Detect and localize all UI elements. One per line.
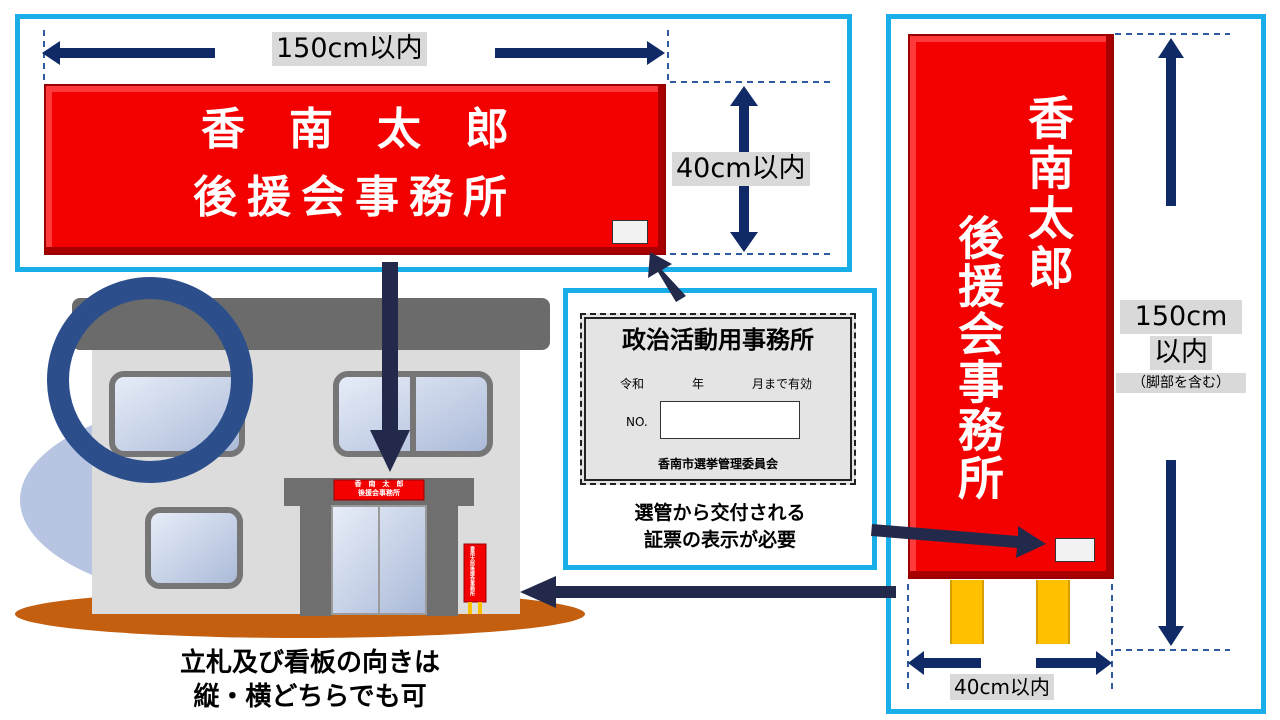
vertical-sign-leg-right <box>1036 580 1070 644</box>
certificate-title: 政治活動用事務所 <box>622 326 814 354</box>
horizontal-sign-frame <box>15 14 852 272</box>
vertical-sign-col2: 後援会事務所 <box>951 214 1005 502</box>
certificate-year: 年 <box>692 377 705 391</box>
horizontal-sign-certificate-mini <box>612 220 648 244</box>
vertical-sign-col1: 香南太郎 <box>1021 94 1075 294</box>
horizontal-width-arrow <box>42 41 665 65</box>
horizontal-sign-line2: 後援会事務所 <box>193 172 517 223</box>
certificate: 政治活動用事務所 令和 年 月まで有効 NO. 香南市選挙管理委員会 <box>580 313 856 485</box>
vertical-sign-leg-left <box>950 580 984 644</box>
entrance-sign-line1: 香 南 太 郎 <box>354 480 404 488</box>
vertical-height-arrow <box>1158 38 1184 646</box>
standing-sign-text: 香南太郎後援会事務所 <box>469 546 475 596</box>
vertical-sign: 香南太郎 後援会事務所 <box>908 34 1114 579</box>
certificate-caption-line2: 証票の表示が必要 <box>643 529 796 551</box>
vertical-sign-certificate-mini <box>1055 538 1095 562</box>
vertical-width-arrow <box>908 651 1112 675</box>
certificate-no-label: NO. <box>626 415 648 429</box>
horizontal-sign: 香 南 太 郎 後援会事務所 <box>44 84 666 255</box>
horizontal-height-label: 40cm以内 <box>672 152 810 186</box>
certificate-caption-line1: 選管から交付される <box>634 502 806 524</box>
footer-note-line2: 縦・横どちらでも可 <box>193 682 427 712</box>
vertical-height-label-1: 150cm <box>1120 300 1242 334</box>
entrance-sign-line2: 後援会事務所 <box>358 489 400 497</box>
certificate-reiwa: 令和 <box>620 377 645 391</box>
vertical-width-label: 40cm以内 <box>950 674 1054 700</box>
certificate-issuer: 香南市選挙管理委員会 <box>657 457 778 471</box>
certificate-number-box <box>660 401 800 439</box>
vertical-height-note: （脚部を含む） <box>1116 373 1246 393</box>
horizontal-sign-line1: 香 南 太 郎 <box>201 104 509 155</box>
vertical-sign-frame <box>886 14 1266 714</box>
footer-note-line1: 立札及び看板の向きは <box>179 648 440 678</box>
certificate-frame <box>563 288 877 570</box>
certificate-month-valid: 月まで有効 <box>752 377 813 391</box>
horizontal-width-label: 150cm以内 <box>272 32 427 66</box>
vertical-height-label-2: 以内 <box>1150 336 1212 370</box>
